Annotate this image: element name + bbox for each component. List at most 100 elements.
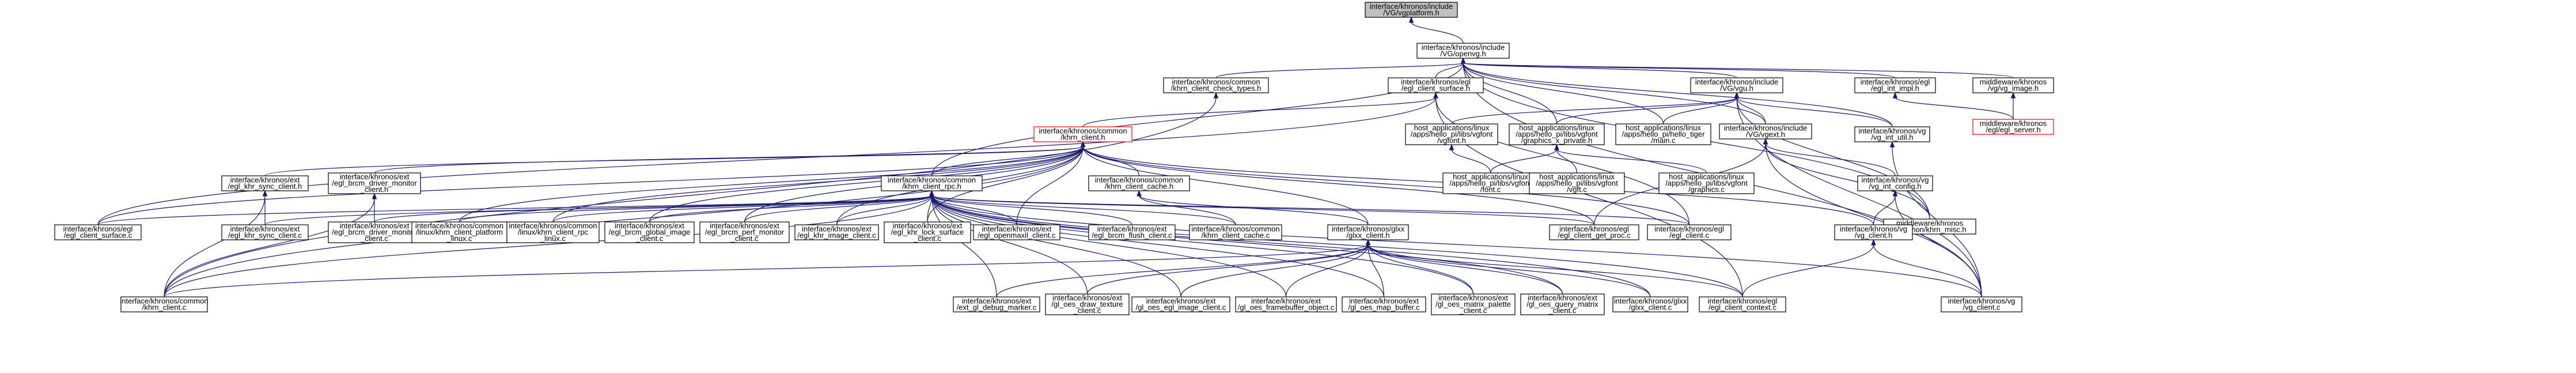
node-label-line: _client.c [1459,306,1487,315]
node-label-line: _client.c [730,234,759,243]
node-label-line: interface/khronos/common [1191,225,1279,233]
edge-egl_khr_sync_client_c-to-khrn_client_rpc [264,190,934,225]
node-egl-brcm-driver-monitor-h[interactable]: interface/khronos/ext/egl_brcm_driver_mo… [328,172,421,194]
node-label-line: _client.c [1073,306,1101,315]
node-label-line: interface/khronos/egl [1654,225,1724,233]
node-khrn-client-c[interactable]: interface/khronos/common/khrn_client.c [120,296,209,312]
node-openvg[interactable]: interface/khronos/include/VG/openvg.h [1416,43,1510,59]
edge-glxx_client_h-to-khrn_client_cache_h [1137,190,1369,225]
node-egl-client-get-proc[interactable]: interface/khronos/egl/egl_client_get_pro… [1549,224,1639,240]
node-box [120,296,208,312]
node-egl-client-surface-c[interactable]: interface/khronos/egl/egl_client_surface… [54,224,142,240]
node-label-line: /vg_int_util.h [1872,133,1914,142]
node-khrn-client-cache-c[interactable]: interface/khronos/common/khrn_client_cac… [1189,224,1282,240]
node-egl-brcm-perf-monitor[interactable]: interface/khronos/ext/egl_brcm_perf_moni… [699,221,790,243]
edge-gl_oes_map_buffer-to-glxx_client_h [1365,239,1385,297]
node-vgfont-h[interactable]: host_applications/linux/apps/hello_pi/li… [1405,123,1498,145]
node-glxx-client-h[interactable]: interface/khronos/glxx/glxx_client.h [1327,224,1409,240]
node-glxx-client-c[interactable]: interface/khronos/glxx/glxx_client.c [1612,296,1688,312]
node-label-line: /egl_int_impl.h [1871,84,1919,93]
node-egl-client-c[interactable]: interface/khronos/egl/egl_client.c [1647,224,1732,240]
edge-egl_brcm_perf_monitor-to-khrn_client_rpc [744,190,934,223]
node-box [1045,293,1130,315]
node-vgu-h[interactable]: interface/khronos/include/VG/vgu.h [1690,77,1783,93]
node-label-line: /vgft.c [1567,185,1587,194]
node-label-line: /gl_oes_map_buffer.c [1348,303,1420,312]
node-graphics-c[interactable]: host_applications/linux/apps/hello_pi/li… [1658,172,1755,194]
node-box [1509,123,1605,145]
node-khrn-client-cache-h[interactable]: interface/khronos/common/khrn_client_cac… [1088,175,1190,191]
node-label-line: /apps/hello_pi/libs/vgfont [1536,179,1618,187]
node-gl-oes-draw-texture[interactable]: interface/khronos/ext/gl_oes_draw_textur… [1045,293,1130,315]
edge-egl_brcm_flush_client-to-khrn_client_rpc [929,190,1132,225]
node-label-line: _client.c [360,234,388,243]
node-label-line: interface/khronos/common [509,221,597,230]
node-label-line: interface/khronos/include [1695,78,1779,86]
node-egl-khr-sync-client-c[interactable]: interface/khronos/ext/egl_khr_sync_clien… [221,224,309,240]
edge-vg_int_config-to-vgext_h [1763,138,1896,176]
node-egl-khr-lock-surface[interactable]: interface/khronos/ext/egl_khr_lock_surfa… [884,221,971,243]
node-gl-oes-framebuffer-object[interactable]: interface/khronos/ext/gl_oes_framebuffer… [1235,296,1337,312]
node-vg-client-c[interactable]: interface/khronos/vg/vg_client.c [1941,296,2022,312]
node-label-line: interface/khronos/ext [1349,297,1419,306]
node-egl-openmaxil-client[interactable]: interface/khronos/ext/egl_openmaxil_clie… [973,224,1060,240]
node-box [1647,224,1732,240]
node-box [1972,119,2054,135]
node-vg-image-h[interactable]: middleware/khronos/vg/vg_image.h [1972,77,2054,93]
node-label-line: interface/khronos/egl [63,225,133,233]
node-label-line: /vg_client.c [1963,303,2001,312]
node-khrn-client-rpc[interactable]: interface/khronos/common/khrn_client_rpc… [881,175,983,191]
node-egl-khr-sync-client-h[interactable]: interface/khronos/ext/egl_khr_sync_clien… [221,175,309,191]
node-khrn-client-h[interactable]: interface/khronos/common/khrn_client.h [1033,126,1132,142]
node-label-line: interface/khronos/ext [1528,293,1597,302]
node-gl-oes-map-buffer[interactable]: interface/khronos/ext/gl_oes_map_buffer.… [1342,296,1426,312]
node-label-line: /ext_gl_debug_marker.c [957,303,1037,312]
node-khrn-client-platform-linux[interactable]: interface/khronos/common/linux/khrn_clie… [411,221,507,243]
node-box [1342,296,1426,312]
node-label-line: /glxx_client.c [1629,303,1672,312]
edge-vgfont_font-to-graphics_x_private [1490,144,1559,174]
edge-egl_client_get_proc-to-khrn_client_h [1080,141,1595,225]
node-vg-client-h[interactable]: interface/khronos/vg/vg_client.h [1834,224,1913,240]
node-gl-oes-egl-image-client[interactable]: interface/khronos/ext/gl_oes_egl_image_c… [1131,296,1230,312]
node-label-line: /vg_int_config.h [1869,182,1921,191]
node-egl-brcm-driver-monitor-c[interactable]: interface/khronos/ext/egl_brcm_driver_mo… [328,221,421,243]
node-label-line: /graphics_x_private.h [1521,136,1593,145]
node-khrn-client-rpc-linux[interactable]: interface/khronos/common/linux/khrn_clie… [506,221,600,243]
node-box [1163,77,1269,93]
node-vg-int-config[interactable]: interface/khronos/vg/vg_int_config.h [1857,175,1933,191]
node-vg-int-util[interactable]: interface/khronos/vg/vg_int_util.h [1854,126,1930,142]
node-label-line: /egl_client.c [1669,231,1709,240]
node-egl-surface-h[interactable]: interface/khronos/egl/egl_client_surface… [1388,77,1484,93]
node-box [1857,175,1933,191]
node-label-line: interface/khronos/ext [1146,297,1216,306]
node-label-line: host_applications/linux [1453,172,1528,181]
node-label-line: _linux.c [540,234,566,243]
node-label-line: /apps/hello_pi/libs/vgfont [1449,179,1532,187]
node-gl-oes-query-matrix[interactable]: interface/khronos/ext/gl_oes_query_matri… [1520,293,1605,315]
node-egl-int-impl[interactable]: interface/khronos/egl/egl_int_impl.h [1854,77,1936,93]
node-hello-tiger-main[interactable]: host_applications/linux/apps/hello_pi/he… [1615,123,1711,145]
node-label-line: interface/khronos/ext [962,297,1032,306]
node-vgext-h[interactable]: interface/khronos/include/VG/vgext.h [1719,123,1812,140]
node-gl-oes-matrix-palette[interactable]: interface/khronos/ext/gl_oes_matrix_pale… [1431,293,1516,315]
node-box [1615,123,1711,145]
edge-khrn_misc-to-vgu_h [1734,92,1930,220]
edge-vg_client_c-to-vgext_h [1763,138,1982,297]
node-graphics-x-private[interactable]: host_applications/linux/apps/hello_pi/li… [1509,123,1605,145]
node-vgfont-font[interactable]: host_applications/linux/apps/hello_pi/li… [1442,172,1539,194]
node-egl-brcm-flush-client[interactable]: interface/khronos/ext/egl_brcm_flush_cli… [1088,224,1176,240]
node-egl-client-context[interactable]: interface/khronos/egl/egl_client_context… [1699,296,1786,312]
edge-khrn_client_c-to-khrn_client_h [164,141,1086,297]
node-vgft-c[interactable]: host_applications/linux/apps/hello_pi/li… [1529,172,1625,194]
node-ext-gl-debug-marker[interactable]: interface/khronos/ext/ext_gl_debug_marke… [953,296,1040,312]
node-box [1405,123,1498,145]
node-label-line: interface/khronos/common [1039,127,1127,135]
edge-vg_client_c-to-khrn_client_rpc [929,190,1982,297]
node-box [1033,126,1132,142]
node-check-types[interactable]: interface/khronos/common/khrn_client_che… [1163,77,1269,93]
node-egl-brcm-global-image[interactable]: interface/khronos/ext/egl_brcm_global_im… [604,221,695,243]
node-egl-khr-image-client[interactable]: interface/khronos/ext/egl_khr_image_clie… [794,224,879,240]
node-egl-server[interactable]: middleware/khronos/egl/egl_server.h [1972,119,2054,135]
